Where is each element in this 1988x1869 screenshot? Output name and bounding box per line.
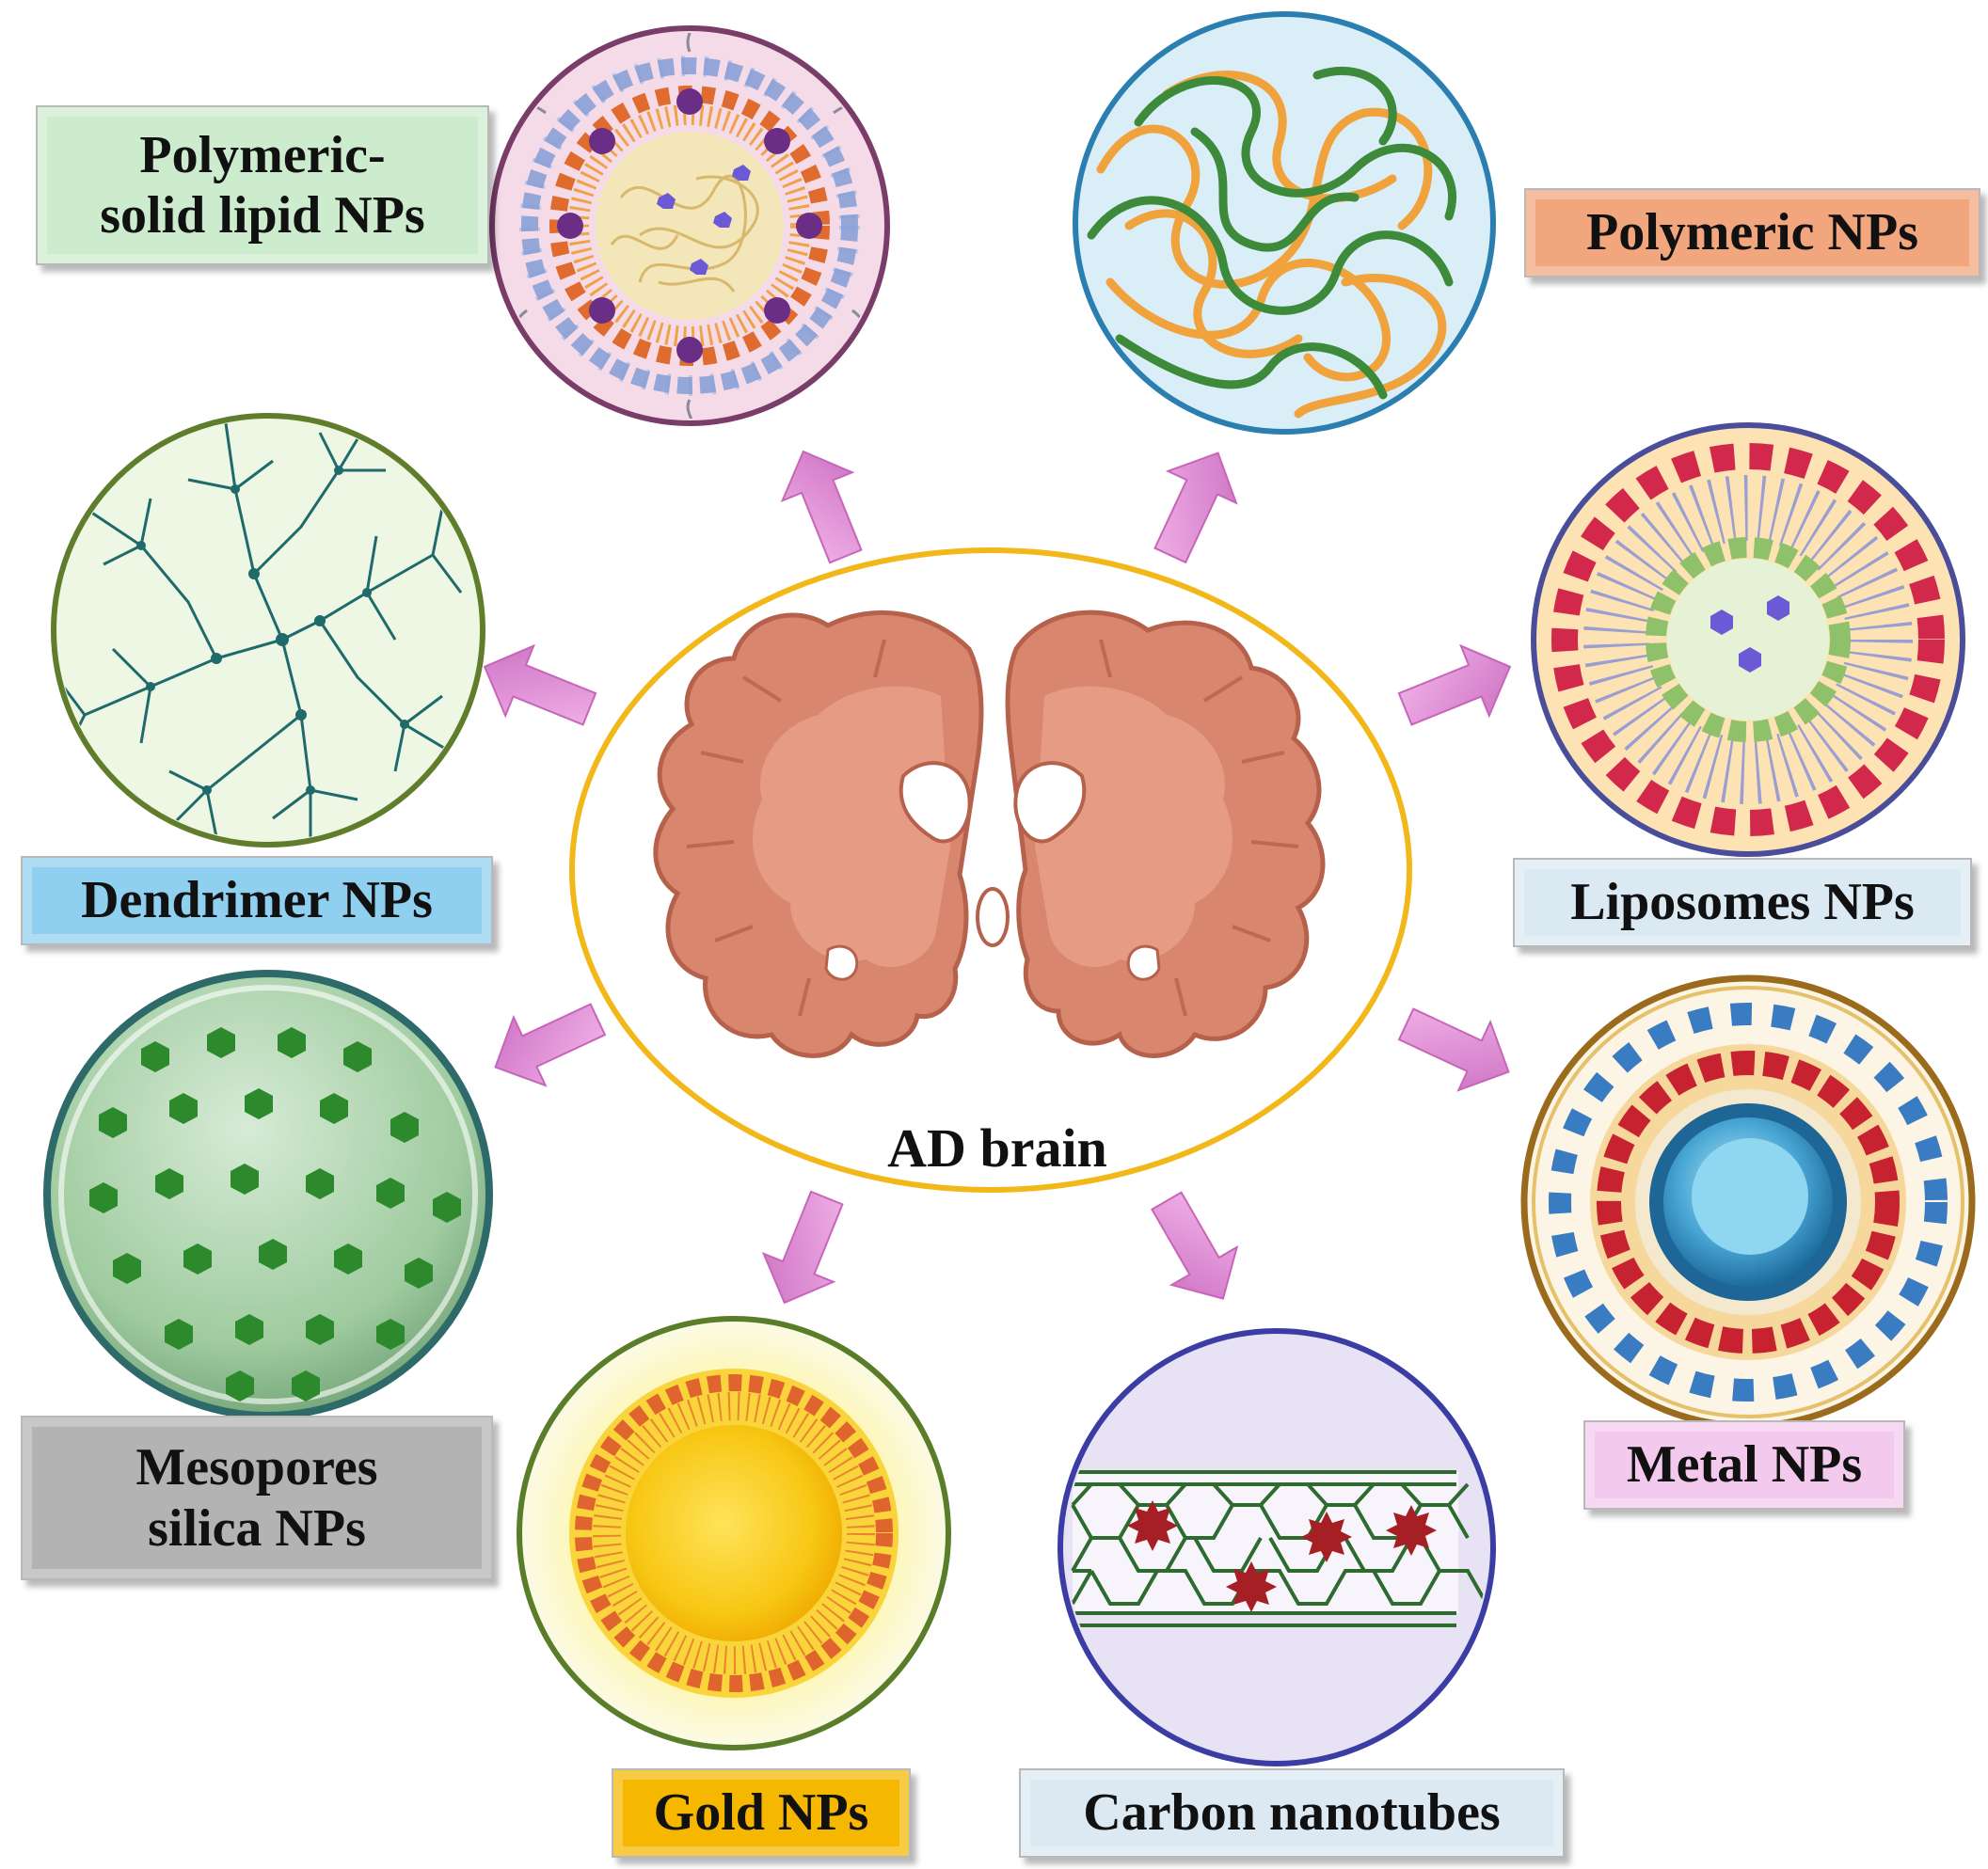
label-polymeric-solid-lipid-nps: Polymeric- solid lipid NPs — [36, 105, 489, 265]
arrow-group — [483, 450, 1512, 1305]
label-dendrimer-text: Dendrimer NPs — [81, 871, 433, 930]
label-metal-nps: Metal NPs — [1583, 1420, 1905, 1510]
liposome-icon — [1531, 422, 1965, 857]
metal-nanoparticle-icon — [1520, 974, 1976, 1430]
arrow-icon — [1151, 1191, 1239, 1300]
carbon-nanotube-icon — [1058, 1328, 1496, 1766]
label-polymeric-text: Polymeric NPs — [1586, 203, 1918, 262]
label-liposomes-text: Liposomes NPs — [1570, 873, 1915, 932]
label-gold-text: Gold NPs — [653, 1783, 869, 1843]
center-label-ad-brain: AD brain — [887, 1117, 1107, 1179]
label-polymeric-nps: Polymeric NPs — [1524, 188, 1980, 277]
label-mesopores-line2: silica NPs — [148, 1498, 366, 1558]
gold-nanoparticle-icon — [517, 1316, 951, 1750]
label-carbon-nanotubes: Carbon nanotubes — [1019, 1768, 1565, 1858]
label-mesopores-line1: Mesopores — [135, 1438, 378, 1497]
arrow-icon — [494, 1003, 607, 1087]
arrow-icon — [483, 643, 597, 726]
polymeric-nanoparticle-icon — [1073, 11, 1496, 435]
mesoporous-silica-icon — [43, 970, 493, 1419]
label-gold-nps: Gold NPs — [612, 1768, 911, 1858]
arrow-icon — [780, 450, 863, 564]
arrow-icon — [1397, 643, 1512, 726]
label-polymeric-solid-lipid-line2: solid lipid NPs — [100, 186, 425, 245]
brain-icon — [569, 547, 1412, 1193]
label-mesopores-silica-nps: Mesopores silica NPs — [21, 1416, 493, 1580]
label-polymeric-solid-lipid-line1: Polymeric- — [139, 125, 386, 184]
label-metal-text: Metal NPs — [1626, 1435, 1863, 1495]
arrow-icon — [761, 1190, 844, 1305]
polymeric-solid-lipid-nanoparticle-icon — [489, 25, 890, 426]
label-dendrimer-nps: Dendrimer NPs — [21, 856, 493, 945]
arrow-icon — [1153, 451, 1238, 564]
arrow-icon — [1397, 1007, 1510, 1092]
label-carbon-text: Carbon nanotubes — [1083, 1783, 1501, 1843]
dendrimer-icon — [51, 413, 485, 847]
label-liposomes-nps: Liposomes NPs — [1513, 858, 1972, 947]
